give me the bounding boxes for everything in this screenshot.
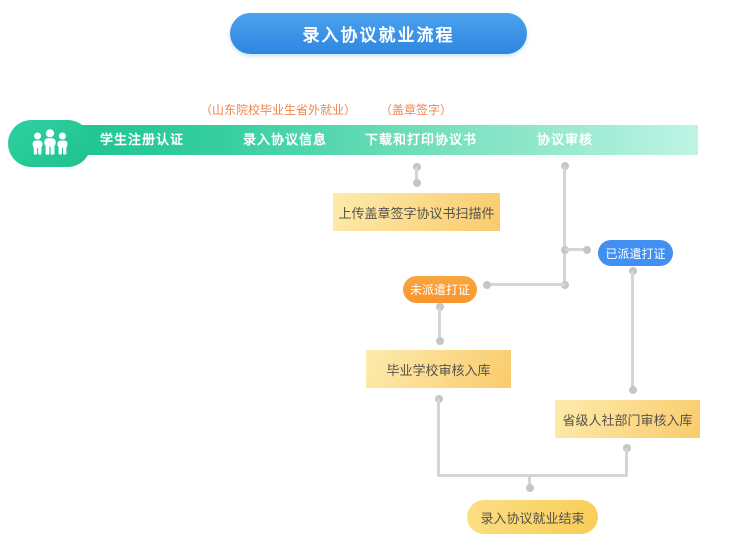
connector-dot [436, 337, 444, 345]
connector-dot [413, 179, 421, 187]
connector-line [631, 271, 634, 390]
bar-step-register: 学生注册认证 [99, 132, 185, 147]
connector-line [625, 448, 628, 477]
node-not-dispatched: 未派遣打证 [403, 276, 477, 303]
bar-step-enter-info: 录入协议信息 [242, 132, 328, 147]
node-upload-scan-label: 上传盖章签字协议书扫描件 [338, 205, 495, 221]
bar-step-download-print: 下载和打印协议书 [364, 132, 478, 147]
node-dispatched: 已派遣打证 [598, 240, 673, 266]
node-end: 录入协议就业结束 [467, 500, 598, 534]
annotation-seal-note: （盖章签字） [379, 103, 453, 117]
flow-title-pill: 录入协议就业流程 [230, 13, 527, 54]
connector-dot [526, 484, 534, 492]
connector-line [528, 476, 531, 486]
connector-line [437, 399, 440, 477]
connector-dot [629, 386, 637, 394]
node-dispatched-label: 已派遣打证 [605, 246, 666, 261]
node-provincial-review: 省级人社部门审核入库 [555, 400, 700, 438]
connector-dot [483, 281, 491, 289]
connector-line [415, 167, 418, 183]
students-badge [8, 120, 91, 167]
bar-step-review: 协议审核 [536, 132, 594, 147]
node-school-review: 毕业学校审核入库 [366, 350, 511, 388]
connector-line [563, 166, 566, 286]
connector-dot [583, 246, 591, 254]
node-provincial-review-label: 省级人社部门审核入库 [562, 412, 693, 428]
node-end-label: 录入协议就业结束 [480, 510, 585, 526]
connector-line [487, 283, 566, 286]
node-not-dispatched-label: 未派遣打证 [409, 283, 470, 297]
process-bar [62, 125, 698, 155]
node-school-review-label: 毕业学校审核入库 [386, 362, 491, 378]
flow-title: 录入协议就业流程 [302, 26, 455, 45]
connector-line [438, 307, 441, 341]
annotation-province-note: （山东院校毕业生省外就业） [199, 103, 357, 117]
people-icon [27, 128, 73, 160]
connector-line [437, 474, 628, 477]
connector-line [565, 248, 587, 251]
node-upload-scan: 上传盖章签字协议书扫描件 [333, 193, 500, 231]
